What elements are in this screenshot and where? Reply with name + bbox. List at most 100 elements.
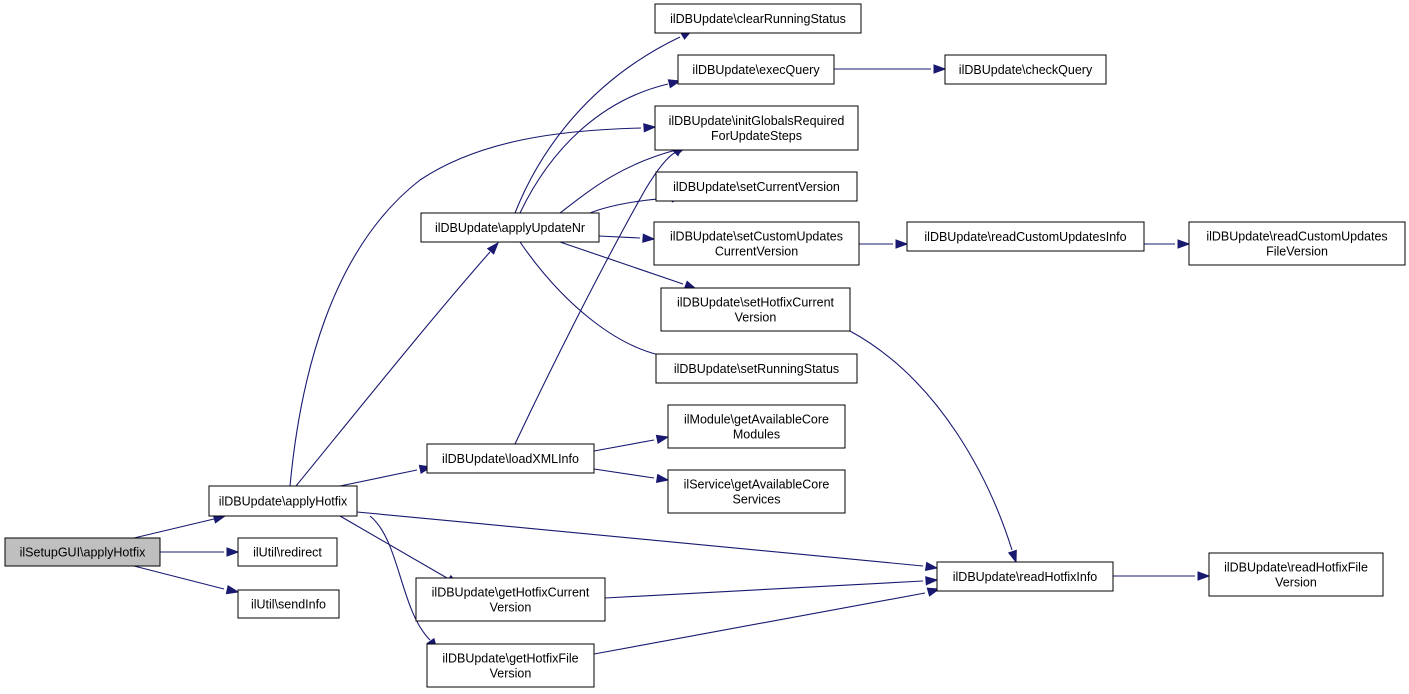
edge-line [369, 515, 431, 641]
edge-setupgui-to-sendinfo [133, 565, 240, 595]
node-readcustominfo[interactable]: ilDBUpdate\readCustomUpdatesInfo [906, 221, 1145, 252]
node-setupgui[interactable]: ilSetupGUI\applyHotfix [4, 537, 161, 567]
arrowhead-icon [933, 64, 947, 74]
node-setcustomupdates[interactable]: ilDBUpdate\setCustomUpdatesCurrentVersio… [653, 221, 860, 266]
edge-applyhotfix-to-gethotfixcurrent [339, 515, 460, 586]
node-box [655, 353, 858, 384]
node-redirect[interactable]: ilUtil\redirect [237, 537, 338, 567]
arrowhead-icon [895, 239, 909, 249]
edge-line [339, 515, 448, 579]
node-setrunning[interactable]: ilDBUpdate\setRunningStatus [655, 353, 858, 384]
arrowhead-icon [226, 547, 240, 557]
node-label: ilDBUpdate\setHotfixCurrent [677, 296, 835, 310]
edge-line [514, 151, 677, 445]
node-label: Modules [733, 428, 780, 442]
node-label: ilDBUpdate\readCustomUpdatesInfo [924, 230, 1126, 244]
edge-line [514, 36, 681, 214]
edge-line [133, 518, 215, 539]
node-label: ilDBUpdate\initGlobalsRequired [669, 114, 845, 128]
node-label: ilSetupGUI\applyHotfix [20, 546, 147, 560]
node-box [677, 54, 835, 85]
node-box [1208, 552, 1384, 597]
node-label: ilDBUpdate\applyUpdateNr [435, 221, 585, 235]
edge-line [559, 241, 684, 285]
node-loadxmlinfo[interactable]: ilDBUpdate\loadXMLInfo [426, 443, 595, 474]
edge-line [339, 469, 418, 487]
edge-loadxmlinfo-to-getavailservices [593, 468, 670, 484]
node-box [237, 589, 340, 619]
edge-line [593, 592, 926, 655]
edge-line [133, 565, 225, 590]
node-label: ilDBUpdate\setCurrentVersion [673, 180, 840, 194]
node-setcurrentversion[interactable]: ilDBUpdate\setCurrentVersion [655, 171, 858, 202]
edge-loadxmlinfo-to-getavailmodules [593, 434, 670, 452]
node-label: ilDBUpdate\getHotfixCurrent [432, 586, 590, 600]
edge-readhotfixinfo-to-readhotfixfile [1113, 571, 1211, 581]
arrowhead-icon [926, 587, 941, 597]
node-label: ilDBUpdate\getHotfixFile [442, 652, 578, 666]
edge-setupgui-to-redirect [160, 547, 240, 557]
node-label: ilDBUpdate\setRunningStatus [674, 362, 839, 376]
edge-line [604, 580, 924, 599]
edge-execquery-to-checkquery [834, 64, 947, 74]
node-label: ilDBUpdate\readHotfixFile [1224, 561, 1368, 575]
edge-applyhotfix-to-readhotfixinfo [356, 511, 939, 572]
node-sendinfo[interactable]: ilUtil\sendInfo [237, 589, 340, 619]
node-box [654, 105, 859, 151]
edge-applyupdatenr-to-setcustomupdates [598, 233, 656, 243]
node-label: Version [490, 601, 532, 615]
node-box [208, 485, 358, 517]
edge-line [849, 330, 1013, 551]
edge-line [295, 251, 491, 487]
nodes-layer: ilSetupGUI\applyHotfix ilDBUpdate\applyHo… [4, 3, 1406, 688]
node-box [906, 221, 1145, 252]
node-box [237, 537, 338, 567]
node-initglobals[interactable]: ilDBUpdate\initGlobalsRequiredForUpdateS… [654, 105, 859, 151]
node-label: ilDBUpdate\setCustomUpdates [670, 230, 843, 244]
edge-line [289, 127, 642, 487]
node-clearrunning[interactable]: ilDBUpdate\clearRunningStatus [654, 3, 862, 34]
node-label: Services [733, 493, 781, 507]
arrowhead-icon [225, 584, 240, 595]
node-box [944, 54, 1107, 85]
edge-line [559, 149, 677, 214]
edge-line [593, 468, 655, 479]
arrowhead-icon [642, 233, 656, 243]
edge-gethotfixcurrent-to-readhotfixinfo [604, 576, 939, 599]
edge-setcustomupdates-to-readcustominfo [859, 239, 909, 249]
node-applyupdatenr[interactable]: ilDBUpdate\applyUpdateNr [420, 212, 600, 243]
node-execquery[interactable]: ilDBUpdate\execQuery [677, 54, 835, 85]
node-box [660, 287, 851, 332]
node-box [420, 212, 600, 243]
node-label: ilModule\getAvailableCore [684, 413, 829, 427]
node-label: ilDBUpdate\loadXMLInfo [442, 452, 579, 466]
node-label: Version [1275, 576, 1317, 590]
node-applyhotfix[interactable]: ilDBUpdate\applyHotfix [208, 485, 358, 517]
node-label: ilDBUpdate\execQuery [692, 63, 820, 77]
arrowhead-icon [1007, 549, 1017, 564]
arrowhead-icon [924, 561, 939, 572]
node-label: ilDBUpdate\checkQuery [959, 63, 1093, 77]
node-label: ilDBUpdate\readHotfixInfo [953, 570, 1098, 584]
edge-applyupdatenr-to-execquery [519, 79, 682, 214]
node-label: ForUpdateSteps [711, 129, 802, 143]
node-label: Version [490, 667, 532, 681]
node-label: ilService\getAvailableCore [684, 478, 830, 492]
node-box [4, 537, 161, 567]
node-box [655, 171, 858, 202]
arrowhead-icon [925, 576, 939, 586]
node-readhotfixinfo[interactable]: ilDBUpdate\readHotfixInfo [936, 561, 1114, 592]
node-checkquery[interactable]: ilDBUpdate\checkQuery [944, 54, 1107, 85]
edge-line [519, 83, 669, 214]
arrowhead-icon [655, 434, 670, 445]
edge-gethotfixfile-to-readhotfixinfo [593, 587, 941, 655]
edge-line [356, 511, 924, 567]
